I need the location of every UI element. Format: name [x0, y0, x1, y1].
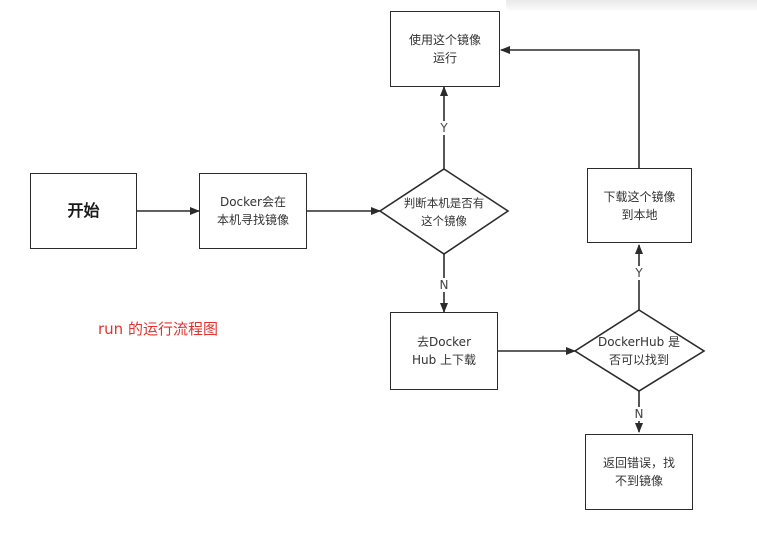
node-pull-hub: 去Docker Hub 上下载 [390, 312, 498, 390]
node-find-local: Docker会在 本机寻找镜像 [199, 173, 307, 249]
node-error-label: 返回错误，找 不到镜像 [602, 456, 675, 488]
edge-label-local-no: N [437, 278, 451, 292]
node-download: 下载这个镜像 到本地 [587, 168, 692, 243]
node-use-image: 使用这个镜像 运行 [390, 11, 500, 87]
node-download-label: 下载这个镜像 到本地 [603, 189, 676, 222]
edge-label-local-yes: Y [437, 121, 451, 135]
decision-diamond-hub [573, 309, 706, 392]
decision-diamond-local [378, 168, 510, 255]
decision-local-label: 判断本机是否有 这个镜像 [403, 196, 485, 228]
node-start: 开始 [30, 173, 137, 249]
arrow-download-to-use [500, 46, 640, 168]
node-use-image-label: 使用这个镜像 运行 [408, 33, 481, 65]
node-error: 返回错误，找 不到镜像 [585, 434, 693, 510]
node-find-local-label: Docker会在 本机寻找镜像 [216, 195, 289, 227]
node-pull-hub-label: 去Docker Hub 上下载 [411, 335, 477, 367]
edge-label-hub-yes: Y [632, 266, 646, 280]
window-edge [506, 0, 757, 12]
edge-label-hub-no: N [632, 407, 646, 421]
diagram-caption: run 的运行流程图 [98, 320, 218, 338]
node-start-label: 开始 [67, 201, 100, 220]
decision-hub-label: DockerHub 是 否可以找到 [597, 335, 681, 367]
